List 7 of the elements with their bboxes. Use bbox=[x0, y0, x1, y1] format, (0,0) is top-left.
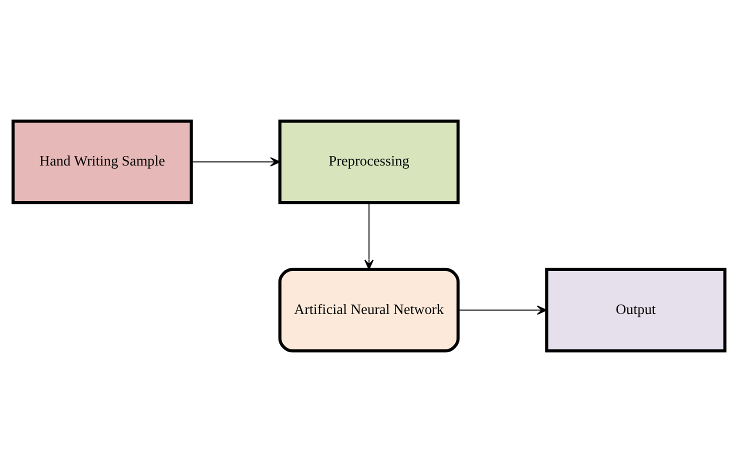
node-box: Preprocessing bbox=[278, 120, 460, 204]
arrow bbox=[458, 305, 547, 315]
arrow bbox=[364, 202, 374, 270]
arrow bbox=[190, 157, 280, 167]
node-box: Output bbox=[544, 268, 726, 352]
node-box: Artificial Neural Network bbox=[278, 268, 460, 352]
node-box: Hand Writing Sample bbox=[11, 120, 192, 204]
